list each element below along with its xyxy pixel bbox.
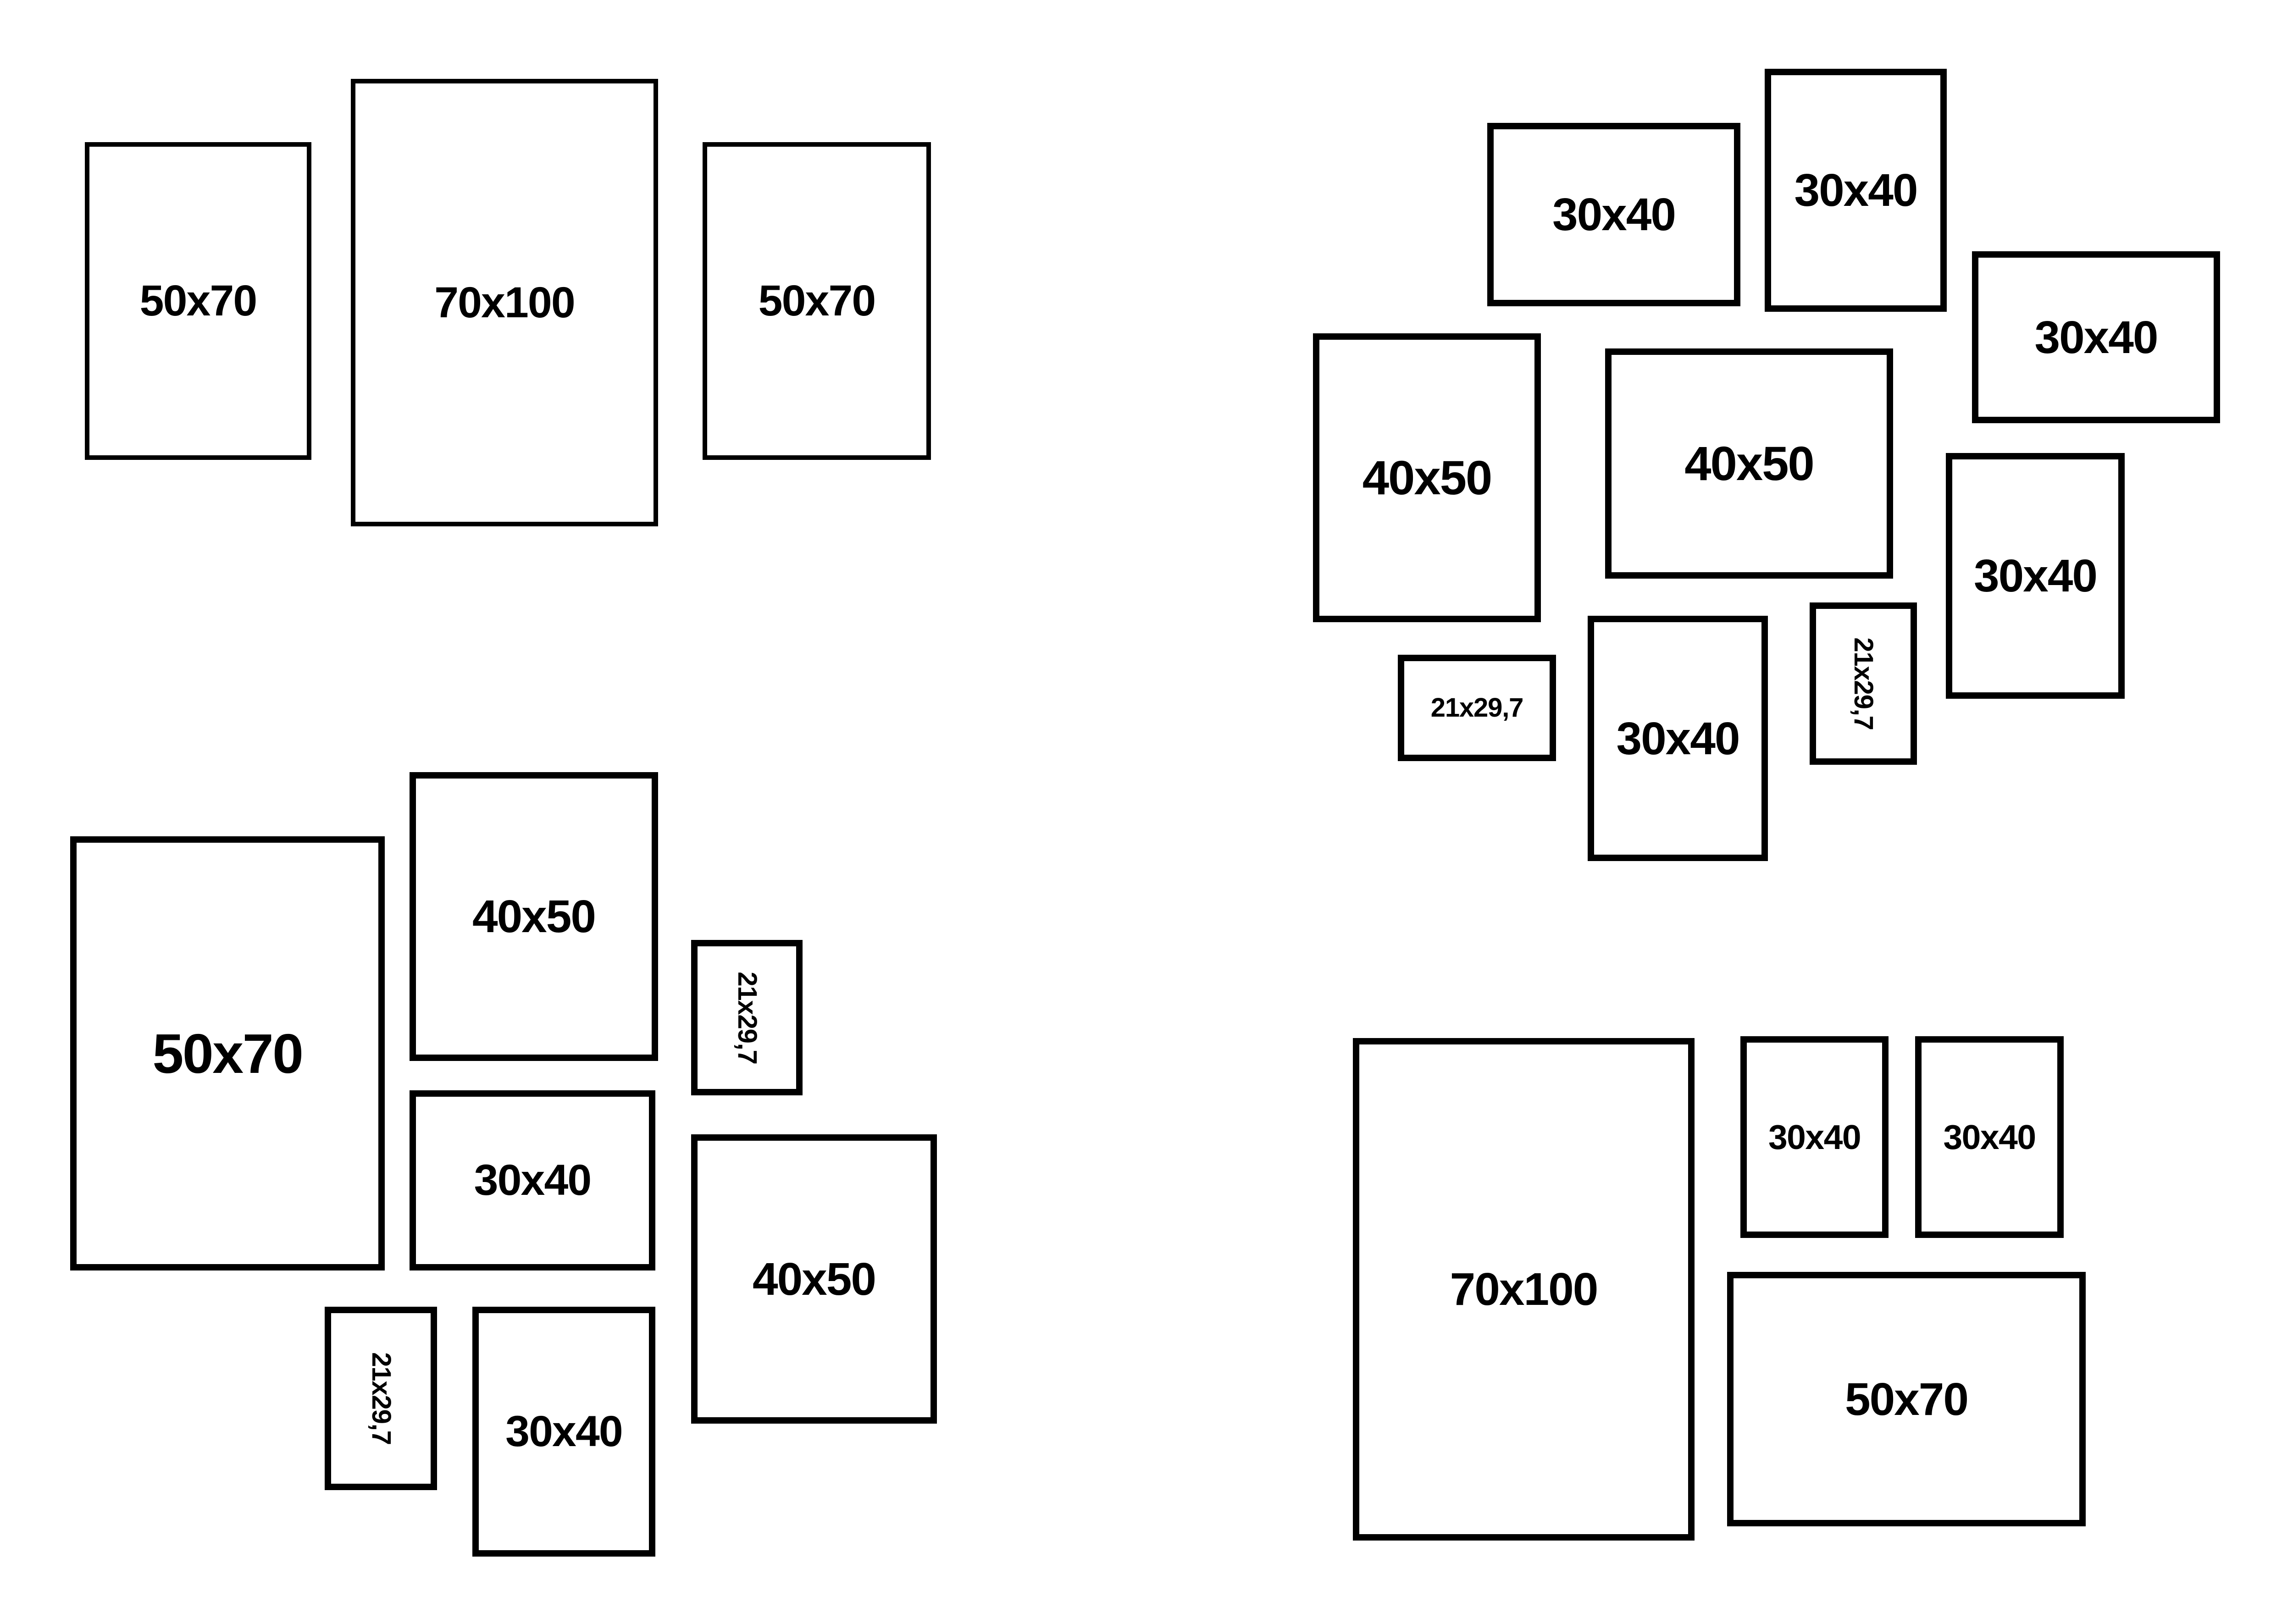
layout4-frame-70x100-large: 70x100 [1353,1038,1695,1541]
frame-size-label: 70x100 [434,278,576,327]
layout2-frame-21x297-bottom-right: 21x29,7 [1810,602,1917,765]
layout3-frame-30x40-bottom: 30x40 [472,1307,655,1557]
frame-size-label: 21x29,7 [732,971,762,1064]
frame-size-label: 50x70 [1844,1373,1969,1425]
frame-size-label: 30x40 [1973,550,2098,602]
layout3-frame-30x40-middle: 30x40 [410,1090,655,1270]
layout4-frame-30x40-left: 30x40 [1740,1036,1889,1238]
layout1-frame-50x70-left: 50x70 [85,142,311,460]
frame-size-label: 40x50 [1684,436,1815,491]
layout2-frame-40x50-left: 40x50 [1313,333,1541,622]
frame-size-label: 30x40 [1616,713,1740,764]
layout3-frame-40x50-top: 40x50 [410,772,658,1061]
layout2-frame-30x40-top-left: 30x40 [1487,123,1740,306]
layout4-frame-30x40-right: 30x40 [1915,1036,2064,1238]
layout1-frame-50x70-right: 50x70 [703,142,931,460]
layout2-frame-40x50-center: 40x50 [1605,348,1893,579]
frame-size-label: 40x50 [472,891,596,942]
frame-size-label: 50x70 [758,276,876,325]
layout2-frame-30x40-top-right: 30x40 [1972,251,2220,423]
frame-size-label: 70x100 [1450,1264,1599,1315]
layout2-frame-30x40-top-center: 30x40 [1765,69,1947,312]
layout3-frame-50x70-large: 50x70 [70,836,385,1270]
frame-size-label: 40x50 [752,1253,876,1305]
frame-size-label: 40x50 [1362,451,1493,505]
layout2-frame-30x40-right: 30x40 [1946,453,2125,699]
layout3-frame-40x50-right: 40x50 [691,1134,937,1424]
frame-size-label: 30x40 [1768,1117,1861,1156]
frame-size-label: 30x40 [474,1156,592,1204]
frame-size-label: 21x29,7 [1430,693,1524,723]
frame-size-label: 30x40 [2034,311,2158,363]
frame-size-label: 30x40 [505,1407,623,1456]
layout4-frame-50x70-landscape: 50x70 [1727,1272,2086,1526]
layout2-frame-21x297-bottom-left: 21x29,7 [1398,655,1556,761]
layout3-frame-21x297-bottom-left: 21x29,7 [325,1307,437,1490]
frame-size-label: 30x40 [1943,1117,2036,1156]
layout2-frame-30x40-bottom-center: 30x40 [1588,616,1768,861]
frame-size-label: 21x29,7 [366,1352,396,1445]
layout3-frame-21x297-middle-right: 21x29,7 [691,940,803,1095]
layout1-frame-70x100-center: 70x100 [351,79,658,526]
frame-size-label: 50x70 [139,276,258,325]
frame-size-label: 50x70 [152,1022,304,1085]
frame-size-label: 21x29,7 [1848,637,1878,730]
frame-size-label: 30x40 [1794,165,1918,216]
frame-size-label: 30x40 [1552,189,1676,240]
